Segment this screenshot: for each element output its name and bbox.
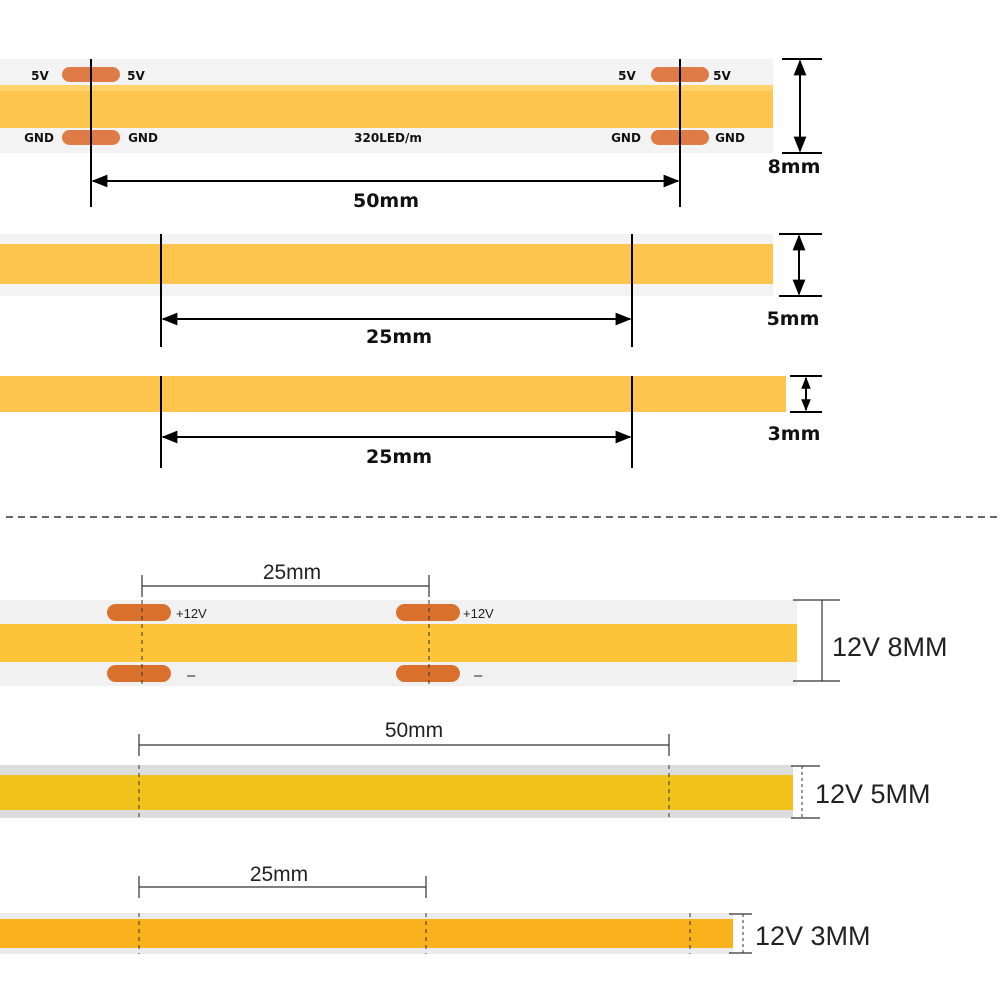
pad-label: GND xyxy=(715,131,745,145)
pad-label: 5V xyxy=(713,69,731,83)
width-label: 5mm xyxy=(767,308,820,330)
strip-12v-3mm: 25mm 12V 3MM xyxy=(0,863,871,954)
length-label: 25mm xyxy=(366,446,432,468)
strip-5v-5mm: 25mm 5mm xyxy=(0,233,822,348)
length-label: 25mm xyxy=(366,326,432,348)
pad-label: GND xyxy=(128,131,158,145)
density-label: 320LED/m xyxy=(354,131,422,145)
pad-label: 5V xyxy=(31,69,49,83)
width-label: 3mm xyxy=(768,423,821,445)
led-band xyxy=(0,244,773,284)
led-band xyxy=(0,919,733,948)
solder-pad xyxy=(396,604,460,621)
pad-label: GND xyxy=(24,131,54,145)
strip-label: 12V 5MM xyxy=(815,779,931,809)
length-label: 50mm xyxy=(385,719,443,742)
width-label: 8mm xyxy=(768,156,821,178)
pad-label: – xyxy=(474,667,483,684)
pad-label: 5V xyxy=(618,69,636,83)
length-label: 50mm xyxy=(353,190,419,212)
led-band xyxy=(0,376,786,412)
led-band xyxy=(0,624,797,662)
pad-label: – xyxy=(187,667,196,684)
solder-pad xyxy=(107,665,171,682)
solder-pad xyxy=(107,604,171,621)
strip-label: 12V 8MM xyxy=(832,632,948,662)
pad-label: 5V xyxy=(127,69,145,83)
pad-label: GND xyxy=(611,131,641,145)
length-label: 25mm xyxy=(250,863,308,886)
pad-label: +12V xyxy=(463,606,494,621)
pad-label: +12V xyxy=(176,606,207,621)
led-band xyxy=(0,85,773,128)
strip-5v-3mm: 25mm 3mm xyxy=(0,375,822,468)
strip-label: 12V 3MM xyxy=(755,921,871,951)
length-label: 25mm xyxy=(263,561,321,584)
solder-pad xyxy=(396,665,460,682)
strip-12v-8mm: 25mm +12V +12V – – 12V 8MM xyxy=(0,561,948,686)
led-band xyxy=(0,775,793,810)
strip-5v-8mm: 5V 5V 5V 5V GND GND GND GND 320LED/m 50m… xyxy=(0,58,822,212)
strip-12v-5mm: 50mm 12V 5MM xyxy=(0,719,931,819)
